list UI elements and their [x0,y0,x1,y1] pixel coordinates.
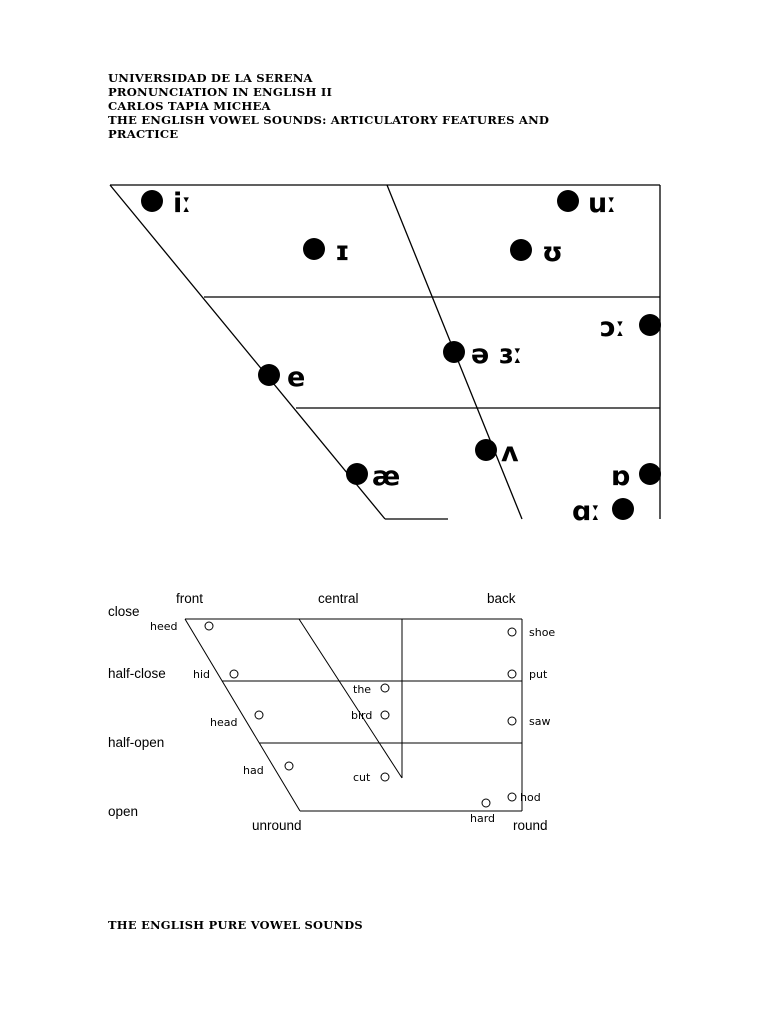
word-put: put [529,668,548,681]
word-chart-markers [204,621,517,808]
dot-e [258,364,280,386]
label-close: close [108,604,140,619]
front-border [184,618,301,812]
marker-shoe [507,627,517,637]
symbol-i-short: ɪ [335,236,350,267]
word-heed: heed [150,620,178,633]
dot-ae [346,463,368,485]
label-open: open [108,804,138,819]
marker-saw [507,716,517,726]
marker-put [507,669,517,679]
marker-head [254,710,264,720]
symbol-schwa-er: ə ɜː [471,339,523,370]
header-title: THE ENGLISH VOWEL SOUNDS: ARTICULATORY F… [108,113,550,127]
symbol-wedge: ʌ [501,437,519,468]
dot-o-short [639,463,661,485]
dot-i-short [303,238,325,260]
label-back: back [487,591,516,606]
word-head: head [210,716,237,729]
label-half-open: half-open [108,735,164,750]
marker-heed [204,621,214,631]
word-hard: hard [470,812,495,825]
marker-had [284,761,294,771]
word-shoe: shoe [529,626,555,639]
symbol-ae: æ [372,461,400,492]
dot-a-long [612,498,634,520]
word-hid: hid [193,668,210,681]
ipa-vowel-chart: iː uː ɪ ʊ ɔː ə ɜː e ʌ æ ɒ ɑː [109,184,661,527]
marker-hard [481,798,491,808]
ipa-chart-lines [109,184,661,520]
header-title-continued: PRACTICE [108,127,179,141]
header-course: PRONUNCIATION IN ENGLISH II [108,85,333,99]
symbol-i-long: iː [173,188,191,219]
symbol-o-short: ɒ [611,461,630,492]
dot-wedge [475,439,497,461]
label-half-close: half-close [108,666,166,681]
word-the: the [353,683,371,696]
word-saw: saw [529,715,550,728]
symbol-a-long: ɑː [572,496,600,527]
marker-bird [380,710,390,720]
symbol-e: e [287,362,305,393]
header-university: UNIVERSIDAD DE LA SERENA [108,71,313,85]
word-chart-example-words: heed shoe hid put the head bird saw had … [150,620,555,825]
dot-u-long [557,190,579,212]
central-line [298,618,403,779]
section-title-pure-vowels: THE ENGLISH PURE VOWEL SOUNDS [108,918,363,932]
label-round: round [513,818,548,833]
marker-hod [507,792,517,802]
header-author: CARLOS TAPIA MICHEA [108,99,271,113]
marker-hid [229,669,239,679]
marker-cut [380,772,390,782]
label-front: front [176,591,203,606]
word-chart-lines [184,618,523,812]
word-chart-axis-labels: front central back close half-close half… [108,591,548,833]
dot-schwa [443,341,465,363]
ipa-dots [141,190,661,520]
ipa-symbols: iː uː ɪ ʊ ɔː ə ɜː e ʌ æ ɒ ɑː [173,188,630,527]
dot-i-long [141,190,163,212]
marker-the [380,683,390,693]
dot-u-short [510,239,532,261]
dot-o-long [639,314,661,336]
word-had: had [243,764,264,777]
word-cut: cut [353,771,371,784]
symbol-o-long: ɔː [600,312,625,343]
symbol-u-short: ʊ [542,237,563,268]
word-hod: hod [520,791,541,804]
document-header: UNIVERSIDAD DE LA SERENA PRONUNCIATION I… [108,71,628,141]
label-unround: unround [252,818,302,833]
word-bird: bird [351,709,372,722]
symbol-u-long: uː [588,188,616,219]
label-central: central [318,591,359,606]
front-diagonal [109,184,386,520]
